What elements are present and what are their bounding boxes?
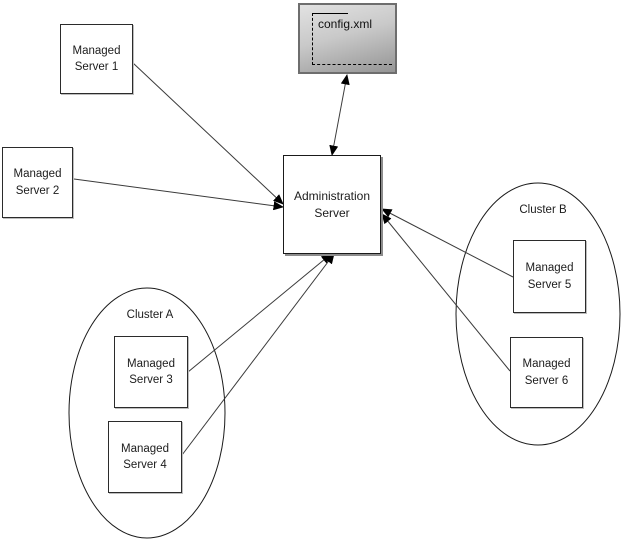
managed-server-2-node: Managed Server 2: [2, 147, 73, 218]
managed-server-4-label-line2: Server 4: [123, 459, 167, 471]
cluster-a-ellipse: [68, 287, 226, 539]
edge-ms5-to-admin: [381, 208, 514, 278]
edge-ms1-to-admin: [132, 62, 284, 205]
config-xml-label: config.xml: [318, 17, 373, 31]
administration-server-label-line2: Server: [314, 205, 350, 220]
edge-ms2-to-admin: [73, 178, 284, 211]
managed-server-1-label-line1: Managed: [72, 44, 121, 57]
administration-server-label-line1: Administration: [293, 188, 371, 203]
edge-admin-config-double-arrow: [329, 74, 350, 156]
managed-server-5-node: Managed Server 5: [513, 240, 586, 313]
managed-server-3-label-line2: Server 3: [129, 374, 173, 386]
managed-server-2-label-line2: Server 2: [15, 184, 60, 197]
managed-server-1-label-line2: Server 1: [74, 61, 119, 73]
managed-server-3-node: Managed Server 3: [114, 336, 188, 408]
edge-ms4-to-admin: [181, 253, 335, 456]
managed-server-2-label-line1: Managed: [13, 168, 62, 181]
managed-server-4-label-line1: Managed: [121, 442, 169, 455]
config-xml-node: config.xml: [298, 3, 397, 74]
managed-server-6-node: Managed Server 6: [510, 337, 583, 408]
document-outline-icon: config.xml: [312, 13, 392, 65]
managed-server-4-node: Managed Server 4: [108, 421, 182, 493]
managed-server-1-node: Managed Server 1: [60, 24, 133, 94]
managed-server-6-label-line1: Managed: [522, 358, 571, 371]
administration-server-node: Administration Server: [283, 155, 381, 254]
managed-server-5-label-line2: Server 5: [527, 278, 572, 291]
cluster-b-label: Cluster B: [519, 204, 567, 216]
cluster-a-label: Cluster A: [126, 309, 174, 321]
edge-ms3-to-admin: [187, 253, 332, 373]
managed-server-6-label-line2: Server 6: [524, 374, 569, 387]
managed-server-3-label-line1: Managed: [127, 357, 175, 370]
managed-server-5-label-line1: Managed: [525, 262, 574, 275]
edge-ms6-to-admin: [381, 213, 511, 372]
cluster-b-ellipse: [455, 182, 621, 446]
